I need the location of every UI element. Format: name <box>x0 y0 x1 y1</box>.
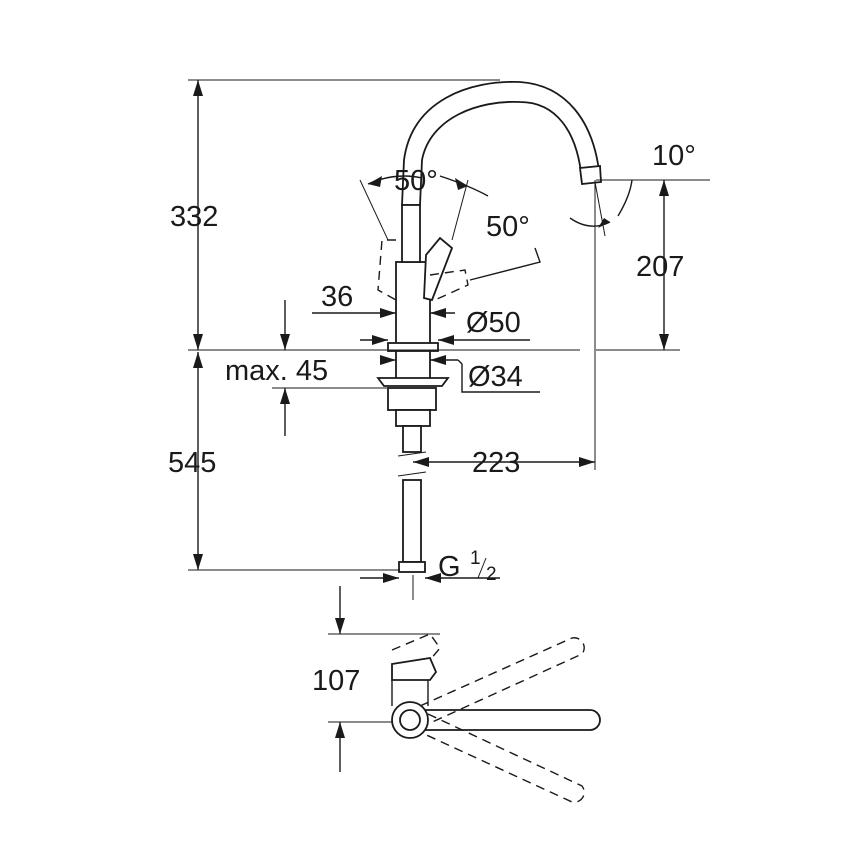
top-view: 107 <box>312 586 601 803</box>
dim-body-width: 36 <box>321 281 353 313</box>
dim-lever-angle-right: 50° <box>486 211 530 243</box>
top-lever <box>391 657 438 681</box>
dim-connection-numerator: 1 <box>470 548 481 569</box>
mounting-nut <box>387 387 437 411</box>
lever-alt-left <box>377 239 397 301</box>
dim-spout-height: 207 <box>636 251 684 283</box>
mounting-shank <box>395 350 431 382</box>
lever-alt-right <box>429 269 469 301</box>
supply-hose-lower <box>402 479 422 563</box>
dim-top-view-depth: 107 <box>312 665 360 697</box>
dim-overall-height: 332 <box>170 201 218 233</box>
dim-base-diameter: Ø50 <box>466 307 521 339</box>
supply-hose-upper <box>402 425 422 453</box>
hose-connector <box>398 561 426 573</box>
top-spout-alt-down <box>419 713 585 803</box>
dim-connection-thread: G <box>438 551 461 583</box>
side-view: 332 545 207 10° 223 50° 50 <box>168 79 710 600</box>
lever-handle <box>423 236 454 302</box>
dim-connection-denominator: 2 <box>486 564 497 585</box>
dim-below-deck: 545 <box>168 447 216 479</box>
hose-break-mark <box>397 451 427 477</box>
dim-lever-angle-left: 50° <box>394 165 438 197</box>
dim-spout-angle: 10° <box>652 140 696 172</box>
dim-spout-reach: 223 <box>472 447 520 479</box>
top-spout-alt-up <box>419 637 585 725</box>
top-body-core <box>399 709 421 731</box>
faucet-body-top <box>401 204 421 263</box>
spout-tip <box>578 165 602 185</box>
threaded-rod <box>395 409 431 427</box>
top-lever-alt <box>391 633 441 661</box>
mounting-washer <box>376 377 450 387</box>
dim-max-deck-thickness: max. 45 <box>225 355 328 387</box>
top-spout <box>409 709 601 731</box>
dim-hole-diameter: Ø34 <box>468 361 523 393</box>
